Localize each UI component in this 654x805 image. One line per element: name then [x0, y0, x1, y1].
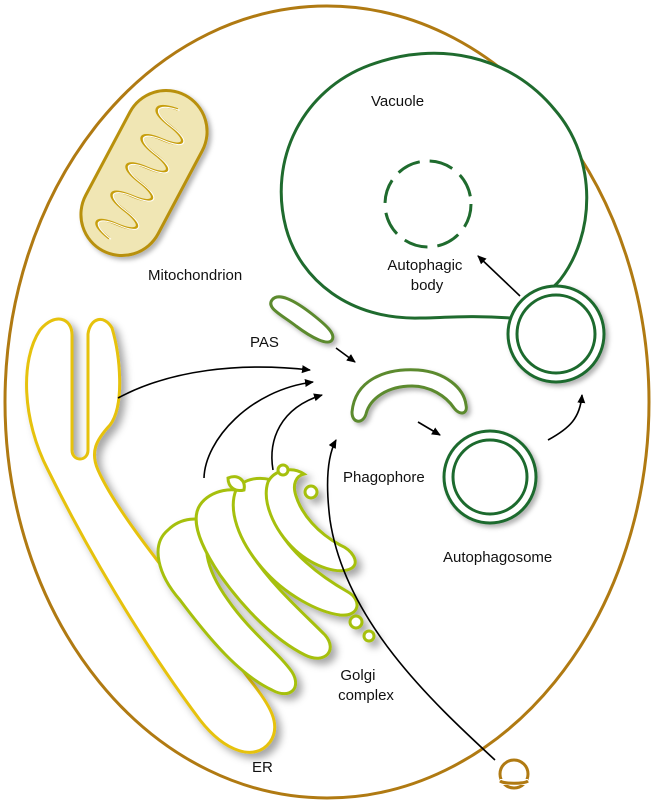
- label-golgi-line1: Golgi: [340, 667, 375, 684]
- autophagosome-fusing: [508, 286, 604, 382]
- autophagosome: [444, 431, 536, 523]
- label-er: ER: [252, 759, 273, 776]
- label-autophagosome: Autophagosome: [443, 549, 552, 566]
- label-autophagic-body-line1: Autophagic: [387, 257, 463, 274]
- label-phagophore: Phagophore: [343, 469, 425, 486]
- label-autophagic-body-line2: body: [411, 277, 444, 294]
- label-pas: PAS: [250, 334, 279, 351]
- label-mitochondrion: Mitochondrion: [148, 267, 242, 284]
- label-golgi-line2: complex: [338, 687, 394, 704]
- label-vacuole: Vacuole: [371, 93, 424, 110]
